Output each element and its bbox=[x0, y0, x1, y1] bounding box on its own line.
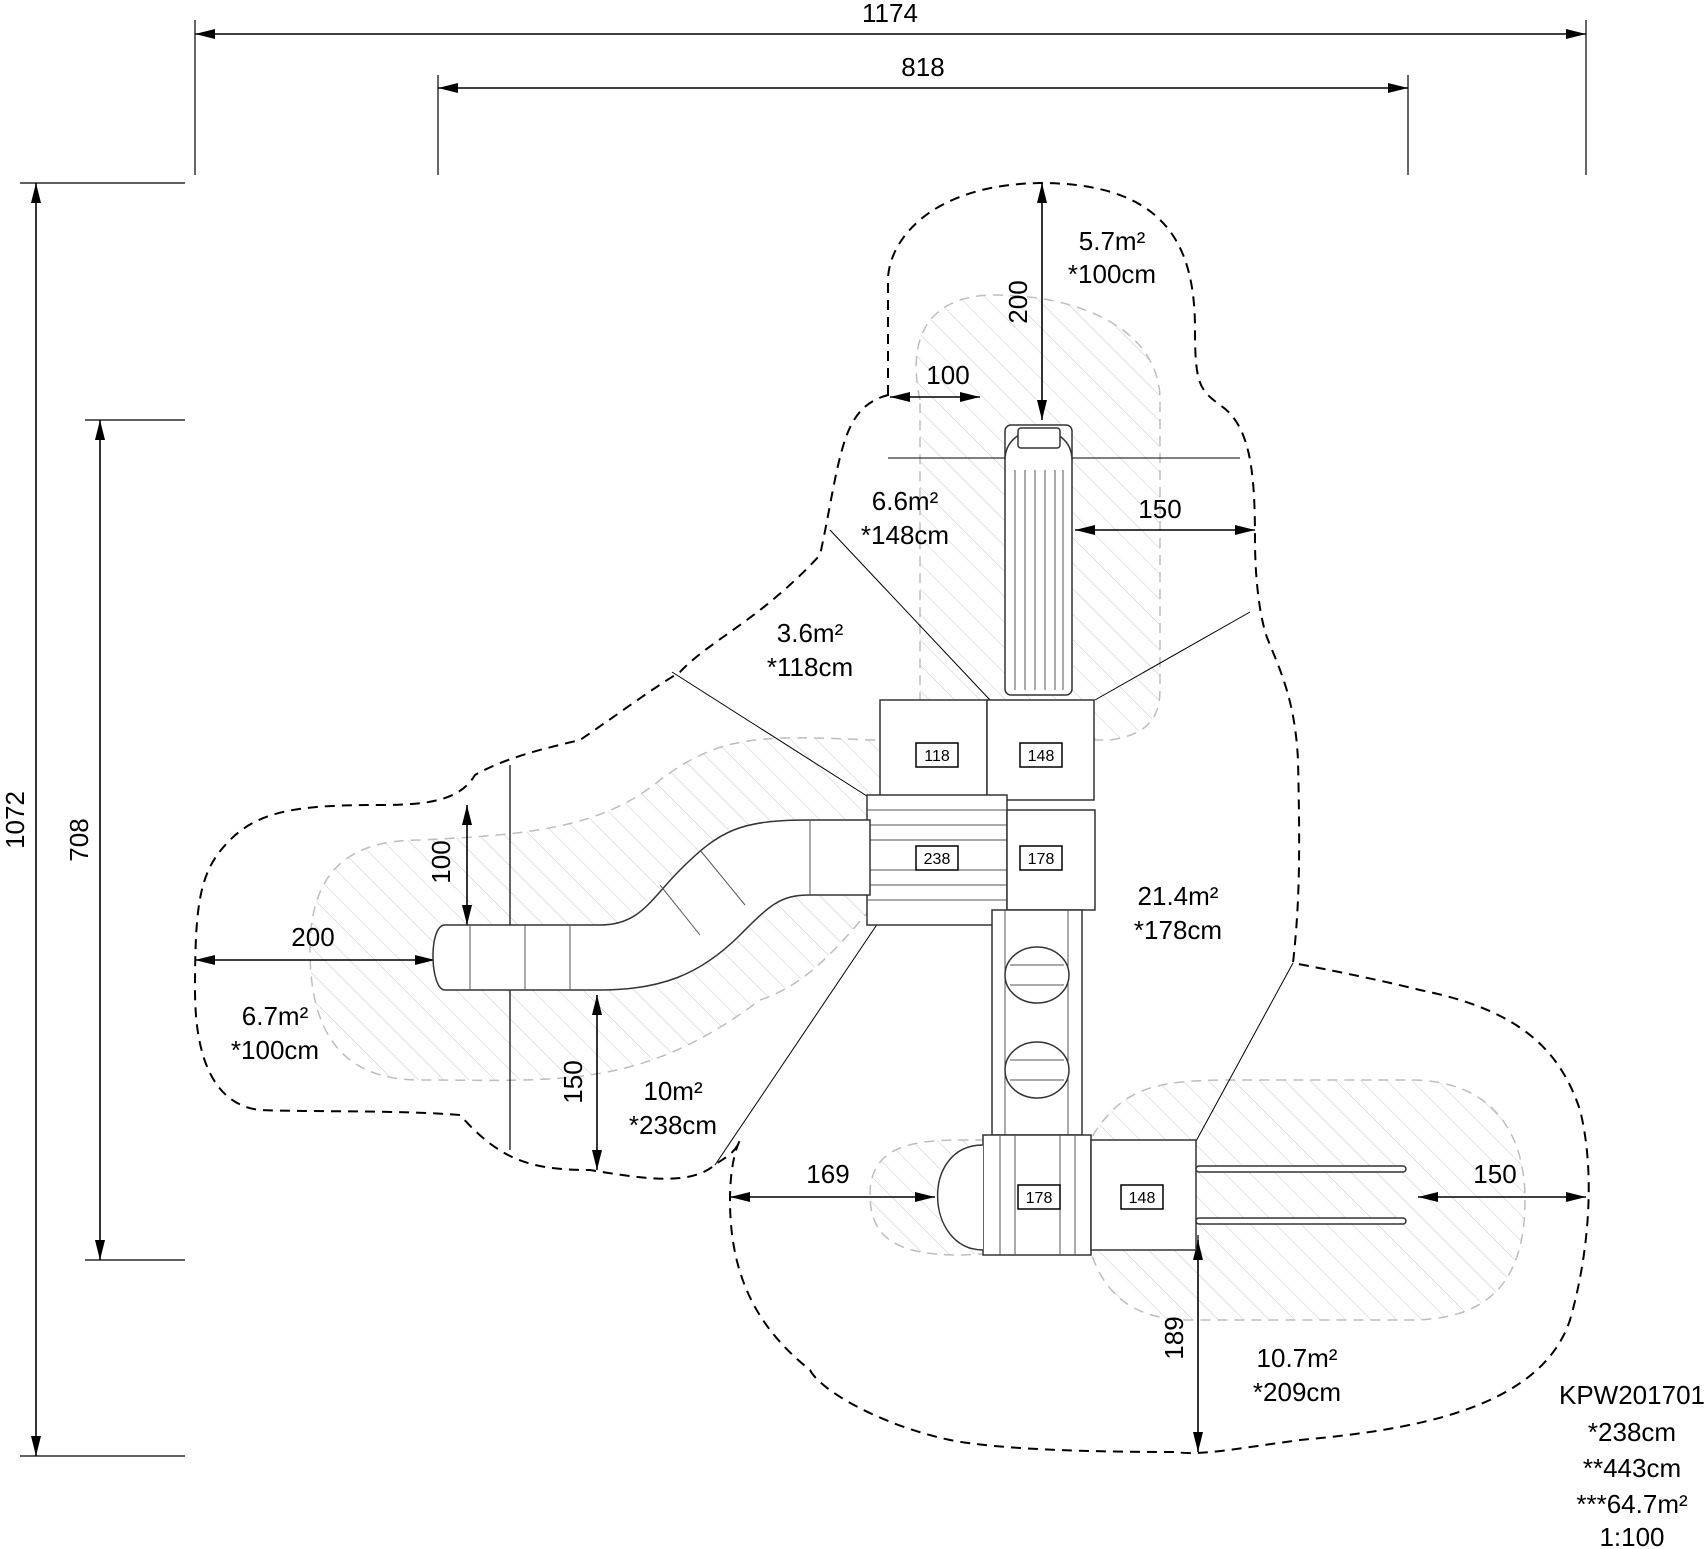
dim-label-top-zone-height: 200 bbox=[1003, 280, 1033, 323]
leader-lines bbox=[671, 457, 1294, 1166]
svg-text:5.7m²: 5.7m² bbox=[1079, 226, 1146, 256]
platform-label-118: 118 bbox=[915, 742, 959, 768]
area-label-upper-left: 3.6m² *118cm bbox=[767, 618, 853, 682]
area-label-top: 5.7m² *100cm bbox=[1068, 226, 1156, 289]
dim-label-top-zone-offset: 100 bbox=[926, 360, 969, 390]
svg-text:178: 178 bbox=[1028, 851, 1055, 868]
area-label-slide-exit: 6.7m² *100cm bbox=[231, 1001, 319, 1065]
inner-zone-slide bbox=[309, 737, 931, 1082]
svg-text:*209cm: *209cm bbox=[1253, 1377, 1341, 1407]
dim-label-inner-height: 708 bbox=[64, 818, 94, 861]
dimension-lines bbox=[20, 20, 1587, 1457]
platform-labels: 118 148 238 178 178 148 bbox=[915, 742, 1164, 1210]
area-label-tower: 6.6m² *148cm bbox=[861, 486, 949, 550]
deck-boards-238 bbox=[867, 809, 1007, 901]
horizontal-bars bbox=[1195, 1165, 1407, 1225]
svg-text:*100cm: *100cm bbox=[231, 1035, 319, 1065]
platform-label-148-top: 148 bbox=[1019, 742, 1063, 768]
outer-safety-zone bbox=[193, 181, 1590, 1455]
platform-label-238: 238 bbox=[915, 845, 959, 871]
dim-label-inner-width: 818 bbox=[901, 52, 944, 82]
fall-height: *238cm bbox=[1588, 1417, 1676, 1447]
dim-label-slide-bottom-offset: 150 bbox=[558, 1060, 588, 1103]
area-label-right: 21.4m² *178cm bbox=[1134, 881, 1222, 945]
dim-label-overall-width: 1174 bbox=[862, 0, 918, 28]
svg-text:10m²: 10m² bbox=[643, 1076, 703, 1106]
play-structure bbox=[432, 424, 1407, 1256]
area-labels: 5.7m² *100cm 6.6m² *148cm 3.6m² *118cm 2… bbox=[231, 226, 1341, 1407]
dim-label-overall-height: 1072 bbox=[0, 791, 30, 849]
svg-text:178: 178 bbox=[1026, 1190, 1053, 1207]
svg-text:238: 238 bbox=[924, 851, 951, 868]
platform-label-178-bottom: 178 bbox=[1017, 1184, 1061, 1210]
crawl-bridge bbox=[991, 909, 1083, 1136]
curved-slide bbox=[432, 819, 871, 991]
dim-label-right-offset-upper: 150 bbox=[1138, 494, 1181, 524]
platform-label-148-bottom: 148 bbox=[1120, 1184, 1164, 1210]
svg-text:*178cm: *178cm bbox=[1134, 915, 1222, 945]
arch-climber bbox=[936, 1144, 984, 1251]
dimension-labels: 1174 818 1072 708 200 100 150 100 200 15… bbox=[0, 0, 1517, 1360]
svg-text:*100cm: *100cm bbox=[1068, 259, 1156, 289]
info-block: KPW201701 *238cm **443cm ***64.7m² 1:100 bbox=[1559, 1380, 1705, 1549]
svg-text:*148cm: *148cm bbox=[861, 520, 949, 550]
scale: 1:100 bbox=[1599, 1522, 1664, 1549]
svg-text:148: 148 bbox=[1129, 1190, 1156, 1207]
svg-text:21.4m²: 21.4m² bbox=[1138, 881, 1219, 911]
platform-label-178-mid: 178 bbox=[1019, 845, 1063, 871]
svg-text:*118cm: *118cm bbox=[767, 652, 853, 682]
svg-text:10.7m²: 10.7m² bbox=[1257, 1343, 1338, 1373]
svg-text:118: 118 bbox=[924, 748, 950, 765]
svg-text:6.6m²: 6.6m² bbox=[872, 486, 939, 516]
svg-text:*238cm: *238cm bbox=[629, 1110, 717, 1140]
svg-text:3.6m²: 3.6m² bbox=[777, 618, 844, 648]
svg-text:148: 148 bbox=[1028, 748, 1055, 765]
area-label-slide: 10m² *238cm bbox=[629, 1076, 717, 1140]
dim-label-bottom-right-offset: 150 bbox=[1473, 1159, 1516, 1189]
dim-label-bottom-left-offset: 169 bbox=[806, 1159, 849, 1189]
max-height: **443cm bbox=[1583, 1453, 1681, 1483]
area-label-bottom: 10.7m² *209cm bbox=[1253, 1343, 1341, 1407]
dim-label-slide-exit-length: 200 bbox=[291, 922, 334, 952]
total-area: ***64.7m² bbox=[1576, 1489, 1688, 1519]
dim-label-slide-top-offset: 100 bbox=[426, 840, 456, 883]
svg-text:6.7m²: 6.7m² bbox=[242, 1001, 309, 1031]
dim-label-bottom-depth: 189 bbox=[1159, 1316, 1189, 1359]
tube-slide-tower bbox=[1004, 424, 1073, 696]
product-code: KPW201701 bbox=[1559, 1380, 1705, 1410]
